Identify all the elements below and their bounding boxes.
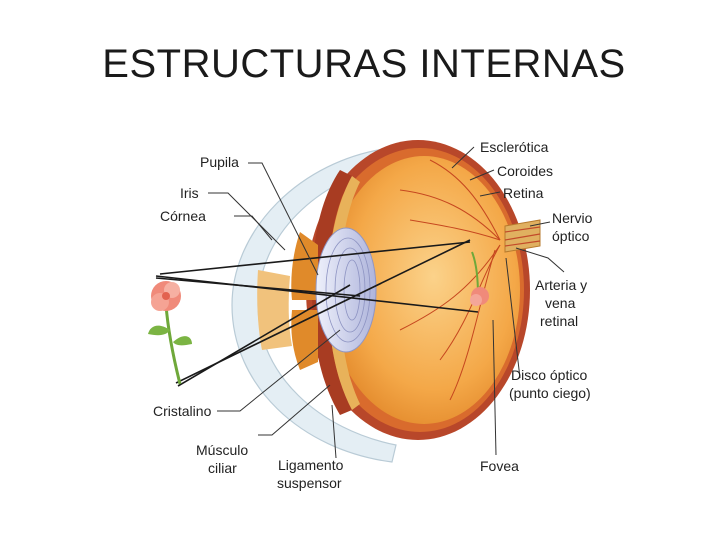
cornea-shell — [231, 147, 397, 463]
vitreous-body — [328, 156, 520, 424]
label-arteria-1: Arteria y — [535, 277, 587, 293]
label-esclerotica: Esclerótica — [480, 139, 549, 155]
label-nervio-2: óptico — [552, 228, 590, 244]
label-retina: Retina — [503, 185, 544, 201]
retina-flower-image — [470, 251, 489, 306]
label-musculo-1: Músculo — [196, 442, 248, 458]
slide-title: ESTRUCTURAS INTERNAS — [102, 42, 626, 86]
leader-lines — [208, 146, 565, 459]
label-coroides: Coroides — [497, 163, 553, 179]
lens-shape — [315, 227, 377, 353]
iris-shape — [291, 232, 318, 300]
light-rays — [155, 239, 479, 387]
label-arteria-2: vena — [545, 295, 576, 311]
label-fovea: Fovea — [480, 458, 519, 474]
aqueous-shape — [257, 270, 292, 350]
object-flower — [148, 281, 192, 385]
ciliary-region — [312, 170, 352, 415]
label-iris: Iris — [180, 185, 199, 201]
label-cornea: Córnea — [160, 208, 206, 224]
label-musculo-2: ciliar — [208, 460, 237, 476]
label-disco-2: (punto ciego) — [509, 385, 591, 401]
label-nervio-1: Nervio — [552, 210, 593, 226]
label-ligamento-2: suspensor — [277, 475, 342, 491]
label-disco-1: Disco óptico — [511, 367, 587, 383]
label-arteria-3: retinal — [540, 313, 578, 329]
lens-rings — [325, 237, 371, 343]
label-cristalino: Cristalino — [153, 403, 212, 419]
iris-shape-lower — [291, 310, 318, 370]
label-ligamento-1: Ligamento — [278, 457, 344, 473]
label-pupila: Pupila — [200, 154, 239, 170]
